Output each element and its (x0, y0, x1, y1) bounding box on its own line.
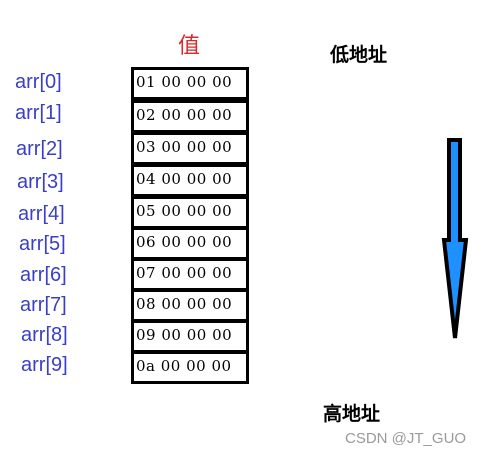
memory-cell: 09 00 00 00 (131, 320, 249, 353)
array-index-label: arr[3] (17, 171, 64, 193)
memory-cell: 08 00 00 00 (131, 289, 249, 322)
down-arrow-icon (441, 138, 469, 339)
memory-cell: 0a 00 00 00 (131, 351, 249, 384)
cell-value: 03 00 00 00 (136, 138, 233, 156)
value-column-title: 值 (178, 34, 201, 59)
memory-cell: 07 00 00 00 (131, 258, 249, 291)
high-address-label: 高地址 (323, 403, 381, 425)
array-index-label: arr[9] (21, 354, 68, 376)
cell-value: 04 00 00 00 (136, 170, 233, 188)
cell-value: 01 00 00 00 (136, 73, 233, 91)
array-index-label: arr[6] (20, 264, 67, 286)
memory-cell: 03 00 00 00 (131, 132, 249, 165)
array-index-label: arr[7] (20, 294, 67, 316)
memory-cell: 01 00 00 00 (131, 67, 249, 100)
cell-value: 0a 00 00 00 (136, 357, 232, 375)
array-index-label: arr[0] (15, 71, 62, 93)
cell-value: 07 00 00 00 (136, 264, 233, 282)
memory-cell: 06 00 00 00 (131, 227, 249, 260)
cell-value: 09 00 00 00 (136, 326, 233, 344)
watermark: CSDN @JT_GUO (345, 430, 467, 447)
low-address-label: 低地址 (330, 44, 388, 66)
array-index-label: arr[5] (19, 233, 66, 255)
cell-value: 05 00 00 00 (136, 202, 233, 220)
cell-value: 06 00 00 00 (136, 233, 233, 251)
array-index-label: arr[2] (16, 138, 63, 160)
cell-value: 08 00 00 00 (136, 295, 233, 313)
memory-cell: 02 00 00 00 (131, 100, 249, 133)
array-index-label: arr[4] (18, 203, 65, 225)
memory-cell: 05 00 00 00 (131, 196, 249, 229)
array-index-label: arr[1] (15, 102, 62, 124)
cell-value: 02 00 00 00 (136, 106, 233, 124)
array-index-label: arr[8] (21, 324, 68, 346)
memory-cell: 04 00 00 00 (131, 164, 249, 197)
